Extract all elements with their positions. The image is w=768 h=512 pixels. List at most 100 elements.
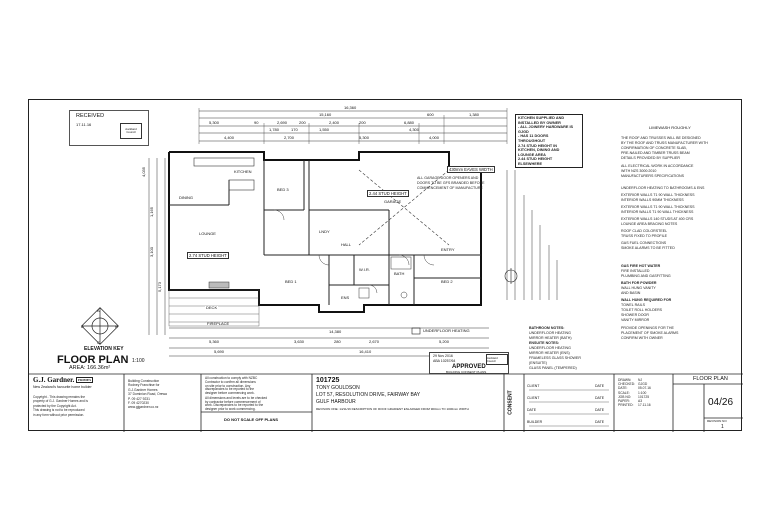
spec-list-6: EXTERIOR WALLS 140 STUDS AT 400 CRS bbox=[621, 217, 694, 221]
address-5: P. 09 427 9231 bbox=[128, 396, 150, 401]
dim-overall: 16,360 bbox=[344, 105, 357, 110]
spec-list-10: GAS FUEL CONNECTIONS bbox=[621, 241, 667, 245]
dim-top-row2-a: 15,160 bbox=[319, 112, 332, 117]
dim-top-row2-c: 1,380 bbox=[469, 112, 480, 117]
kitchen-note-line-5: - HAS 11 DOORS bbox=[518, 134, 549, 139]
copyright-2: property of G.J. Gardner Homes and is bbox=[33, 399, 88, 404]
svg-text:D: D bbox=[81, 324, 84, 329]
room-stud-274: 2.74 STUD HEIGHT bbox=[187, 252, 229, 259]
elevation-key-icon bbox=[81, 307, 119, 345]
address-6: F. 09 4270230 bbox=[128, 401, 149, 406]
spec-list-8: ROOF CLAD COLORSTEEL bbox=[621, 229, 668, 233]
date-field-1: DATE bbox=[595, 384, 605, 388]
spec-sec1-l1: FIRE INSTALLED bbox=[621, 269, 650, 273]
elevation-key-label: ELEVATION KEY bbox=[84, 346, 124, 352]
spec-list-5: INTERIOR WALLS T1 90 WALL THICKNESS bbox=[621, 210, 694, 214]
spec-sec3-head: WALL HUNG REQUIRED FOR bbox=[621, 298, 672, 302]
spec-notes-top: THE ROOF AND TRUSSES WILL BE DESIGNED BY… bbox=[621, 136, 708, 179]
spec-sec2-l1: WALL HUNG VANITY bbox=[621, 286, 656, 290]
spec-sec3-l1: TOWEL RAILS bbox=[621, 303, 645, 307]
kitchen-note-line-8: KITCHEN, DINING AND bbox=[518, 148, 560, 153]
approved-sub: BUILDING CONSENT PLANS bbox=[446, 370, 487, 374]
meta-label-6: PAPER: bbox=[618, 399, 630, 404]
spec-mid-3: MANUFACTURERS SPECIFICATIONS bbox=[621, 174, 685, 178]
kitchen-note-line-11: ELSEWHERE bbox=[518, 161, 543, 166]
bath-note-8: (ENSUITE) bbox=[529, 361, 547, 365]
kitchen-note-line-4: GJGD bbox=[518, 129, 529, 134]
revision-note: REVISION ONE: 14/11/16 DESCRIPTION OF RO… bbox=[316, 407, 469, 411]
sign-field-4: BUILDER bbox=[527, 420, 543, 424]
room-kitchen: KITCHEN bbox=[234, 169, 252, 174]
spec-sec1-head: GAS FIRE HOT WATER bbox=[621, 264, 661, 268]
meta-value-1: NJ bbox=[638, 378, 643, 382]
fireplace-label: FIREPLACE bbox=[207, 321, 230, 326]
approved-stamp: 29 Nov 2016 ABA 10257/64 APPROVED BUILDI… bbox=[429, 352, 509, 374]
kitchen-note-line-9: LOUNGE AREA bbox=[518, 152, 546, 157]
disclaimer-2-3: work. Discrepancies to be reported to th… bbox=[205, 403, 264, 408]
dim-bottom-g: 16,410 bbox=[359, 349, 372, 354]
drawing-meta: DRAWN: CHECKED: DATE: SCALE: JOB NO: PAP… bbox=[618, 378, 651, 407]
dim-top-row3-f: 200 bbox=[359, 120, 366, 125]
received-title: RECEIVED bbox=[76, 113, 105, 119]
spec-list-3: INTERIOR WALLS 90MM THICKNESS bbox=[621, 198, 684, 202]
north-arrow-icon bbox=[504, 268, 518, 284]
room-deck: DECK bbox=[205, 305, 219, 310]
approved-date: 29 Nov 2016 bbox=[433, 354, 453, 358]
council-logo-icon: Auckland Council bbox=[486, 354, 508, 365]
meta-value-5: 101725 bbox=[638, 394, 650, 399]
council-logo-icon: Auckland Council bbox=[120, 123, 142, 139]
room-garage: GARAGE bbox=[384, 199, 402, 204]
company-logo: G.J. Gardner. HOMES bbox=[33, 376, 94, 384]
spec-sec3-l3: SHOWER DOOR bbox=[621, 313, 649, 317]
room-bed1: BED 1 bbox=[285, 279, 297, 284]
address-3: G.J.Gardner Homes bbox=[128, 387, 158, 392]
sign-field-3: DATE bbox=[527, 408, 537, 412]
bath-note-4: ENSUITE NOTES: bbox=[529, 341, 560, 345]
bath-note-3: MIRROR HEATER (BATH) bbox=[529, 336, 572, 340]
spec-bottom-3: CONFIRM WITH OWNER bbox=[621, 336, 663, 340]
kitchen-note-line-3: - ALL JOINERY HARDWARE IS bbox=[518, 125, 574, 130]
underfloor-label: UNDERFLOOR HEATING bbox=[423, 328, 470, 333]
room-lounge: LOUNGE bbox=[199, 231, 216, 236]
spec-list: UNDERFLOOR HEATING TO BATHROOMS & ENS EX… bbox=[621, 186, 704, 251]
meta-value-7: 17.11.16 bbox=[638, 403, 651, 408]
garage-note-line-2: DOORS TO BE GFS BRANDED BEFORE bbox=[417, 181, 485, 185]
address-4: 37 Dominion Road, Orewa bbox=[128, 392, 167, 397]
dim-top-row3-e: 2,400 bbox=[329, 120, 340, 125]
spec-list-9: TRUSS FIXED TO PROFILE bbox=[621, 234, 667, 238]
client-name: TONY GOULDSON bbox=[316, 385, 360, 391]
date-field-3: DATE bbox=[595, 408, 605, 412]
meta-label-7: PRINTED: bbox=[618, 403, 634, 408]
room-hall: HALL bbox=[341, 242, 352, 247]
copyright-1: Copyright - This drawing remains the bbox=[33, 395, 86, 399]
disclaimer-1: All construction to comply with NZBC Con… bbox=[205, 376, 257, 396]
received-date: 17.11.16 bbox=[76, 122, 92, 127]
dim-left-c: 3,100 bbox=[149, 246, 155, 258]
spec-sec2-head: BATH FOR POWDER bbox=[621, 281, 657, 285]
meta-label-1: DRAWN: bbox=[618, 378, 632, 382]
kitchen-note-box: KITCHEN SUPPLIED AND INSTALLED BY OWNER … bbox=[515, 114, 583, 168]
drawing-sheet: RECEIVED 17.11.16 Auckland Council bbox=[28, 99, 743, 432]
franchise-address: Building Construction Rodney Franchise f… bbox=[128, 379, 167, 410]
disclaimer-1-2: Contractor to confirm all dimensions bbox=[205, 379, 256, 384]
kitchen-note-line-7: 2.74 STUD HEIGHT IN bbox=[518, 143, 558, 148]
meta-value-2: GJGD bbox=[638, 382, 648, 387]
meta-value-4: 1:100 bbox=[638, 390, 647, 395]
dim-top-row5-b: 2,700 bbox=[284, 135, 295, 140]
room-entry: ENTRY bbox=[441, 247, 455, 252]
spec-top-4: PRE-NAILED AND TIMBER TRUSS BEAM bbox=[621, 151, 690, 155]
received-stamp: RECEIVED 17.11.16 Auckland Council bbox=[69, 110, 149, 146]
dim-bottom-e: 5,200 bbox=[439, 339, 450, 344]
dim-top-row5-d: 4,000 bbox=[429, 135, 440, 140]
address-2: Rodney Franchise for bbox=[128, 383, 160, 388]
right-head: LIMEWASH ROUGHLY bbox=[649, 125, 691, 130]
dim-top-row2-b: 600 bbox=[427, 112, 434, 117]
sign-field-2: CLIENT bbox=[527, 396, 540, 400]
spec-sec1-l2: PLUMBING AND GASFITTING bbox=[621, 274, 671, 278]
kitchen-note-line-2: INSTALLED BY OWNER bbox=[518, 120, 561, 125]
dim-top-row3-c: 2,690 bbox=[277, 120, 288, 125]
company-tag: HOMES bbox=[76, 376, 94, 383]
spec-bottom-2: PLACEMENT OF SMOKE ALARMS bbox=[621, 331, 679, 335]
dim-top-row4-a: 1,780 bbox=[269, 127, 280, 132]
meta-label-2: CHECKED: bbox=[618, 382, 636, 387]
